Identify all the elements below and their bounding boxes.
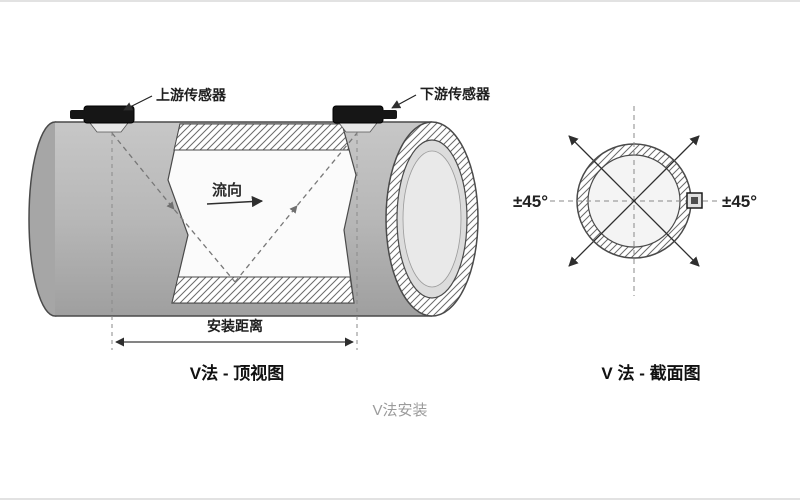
section-view-title: V 法 - 截面图 (601, 363, 700, 383)
section-sensor (686, 192, 703, 209)
upstream-sensor-wedge (89, 122, 129, 133)
downstream-label-arrow (391, 94, 417, 109)
top-view-title: V法 - 顶视图 (190, 363, 284, 383)
section-view: ±45° ±45° V 法 - 截面图 (513, 106, 757, 383)
upstream-sensor-label: 上游传感器 (156, 87, 227, 103)
downstream-sensor-wedge (338, 122, 378, 133)
flow-direction-arrow (206, 195, 264, 208)
upstream-sensor-cable (70, 110, 85, 119)
pipe-wall-top-band (173, 123, 350, 151)
pipe-opening-inner-line (402, 150, 462, 288)
downstream-sensor-label: 下游传感器 (420, 86, 491, 102)
install-distance-label: 安装距离 (207, 318, 263, 334)
cutaway-window (167, 123, 357, 304)
downstream-sensor-cable (382, 110, 397, 119)
top-view: 安装距离 上游传感器 下游传感器 流向 V法 - 顶视图 (28, 86, 491, 383)
diagram-caption: V法安装 (372, 402, 427, 419)
section-sensor-core (691, 197, 698, 204)
section-diagonal-inner-2 (593, 160, 675, 242)
upstream-sensor (70, 105, 135, 133)
flow-direction-label: 流向 (212, 181, 242, 199)
upstream-label-arrow (123, 95, 153, 111)
angle-label-left: ±45° (513, 192, 548, 211)
downstream-sensor-body (332, 105, 384, 124)
angle-label-right: ±45° (722, 192, 757, 211)
pipe-wall-bottom-band (171, 276, 355, 304)
downstream-sensor (332, 105, 397, 133)
